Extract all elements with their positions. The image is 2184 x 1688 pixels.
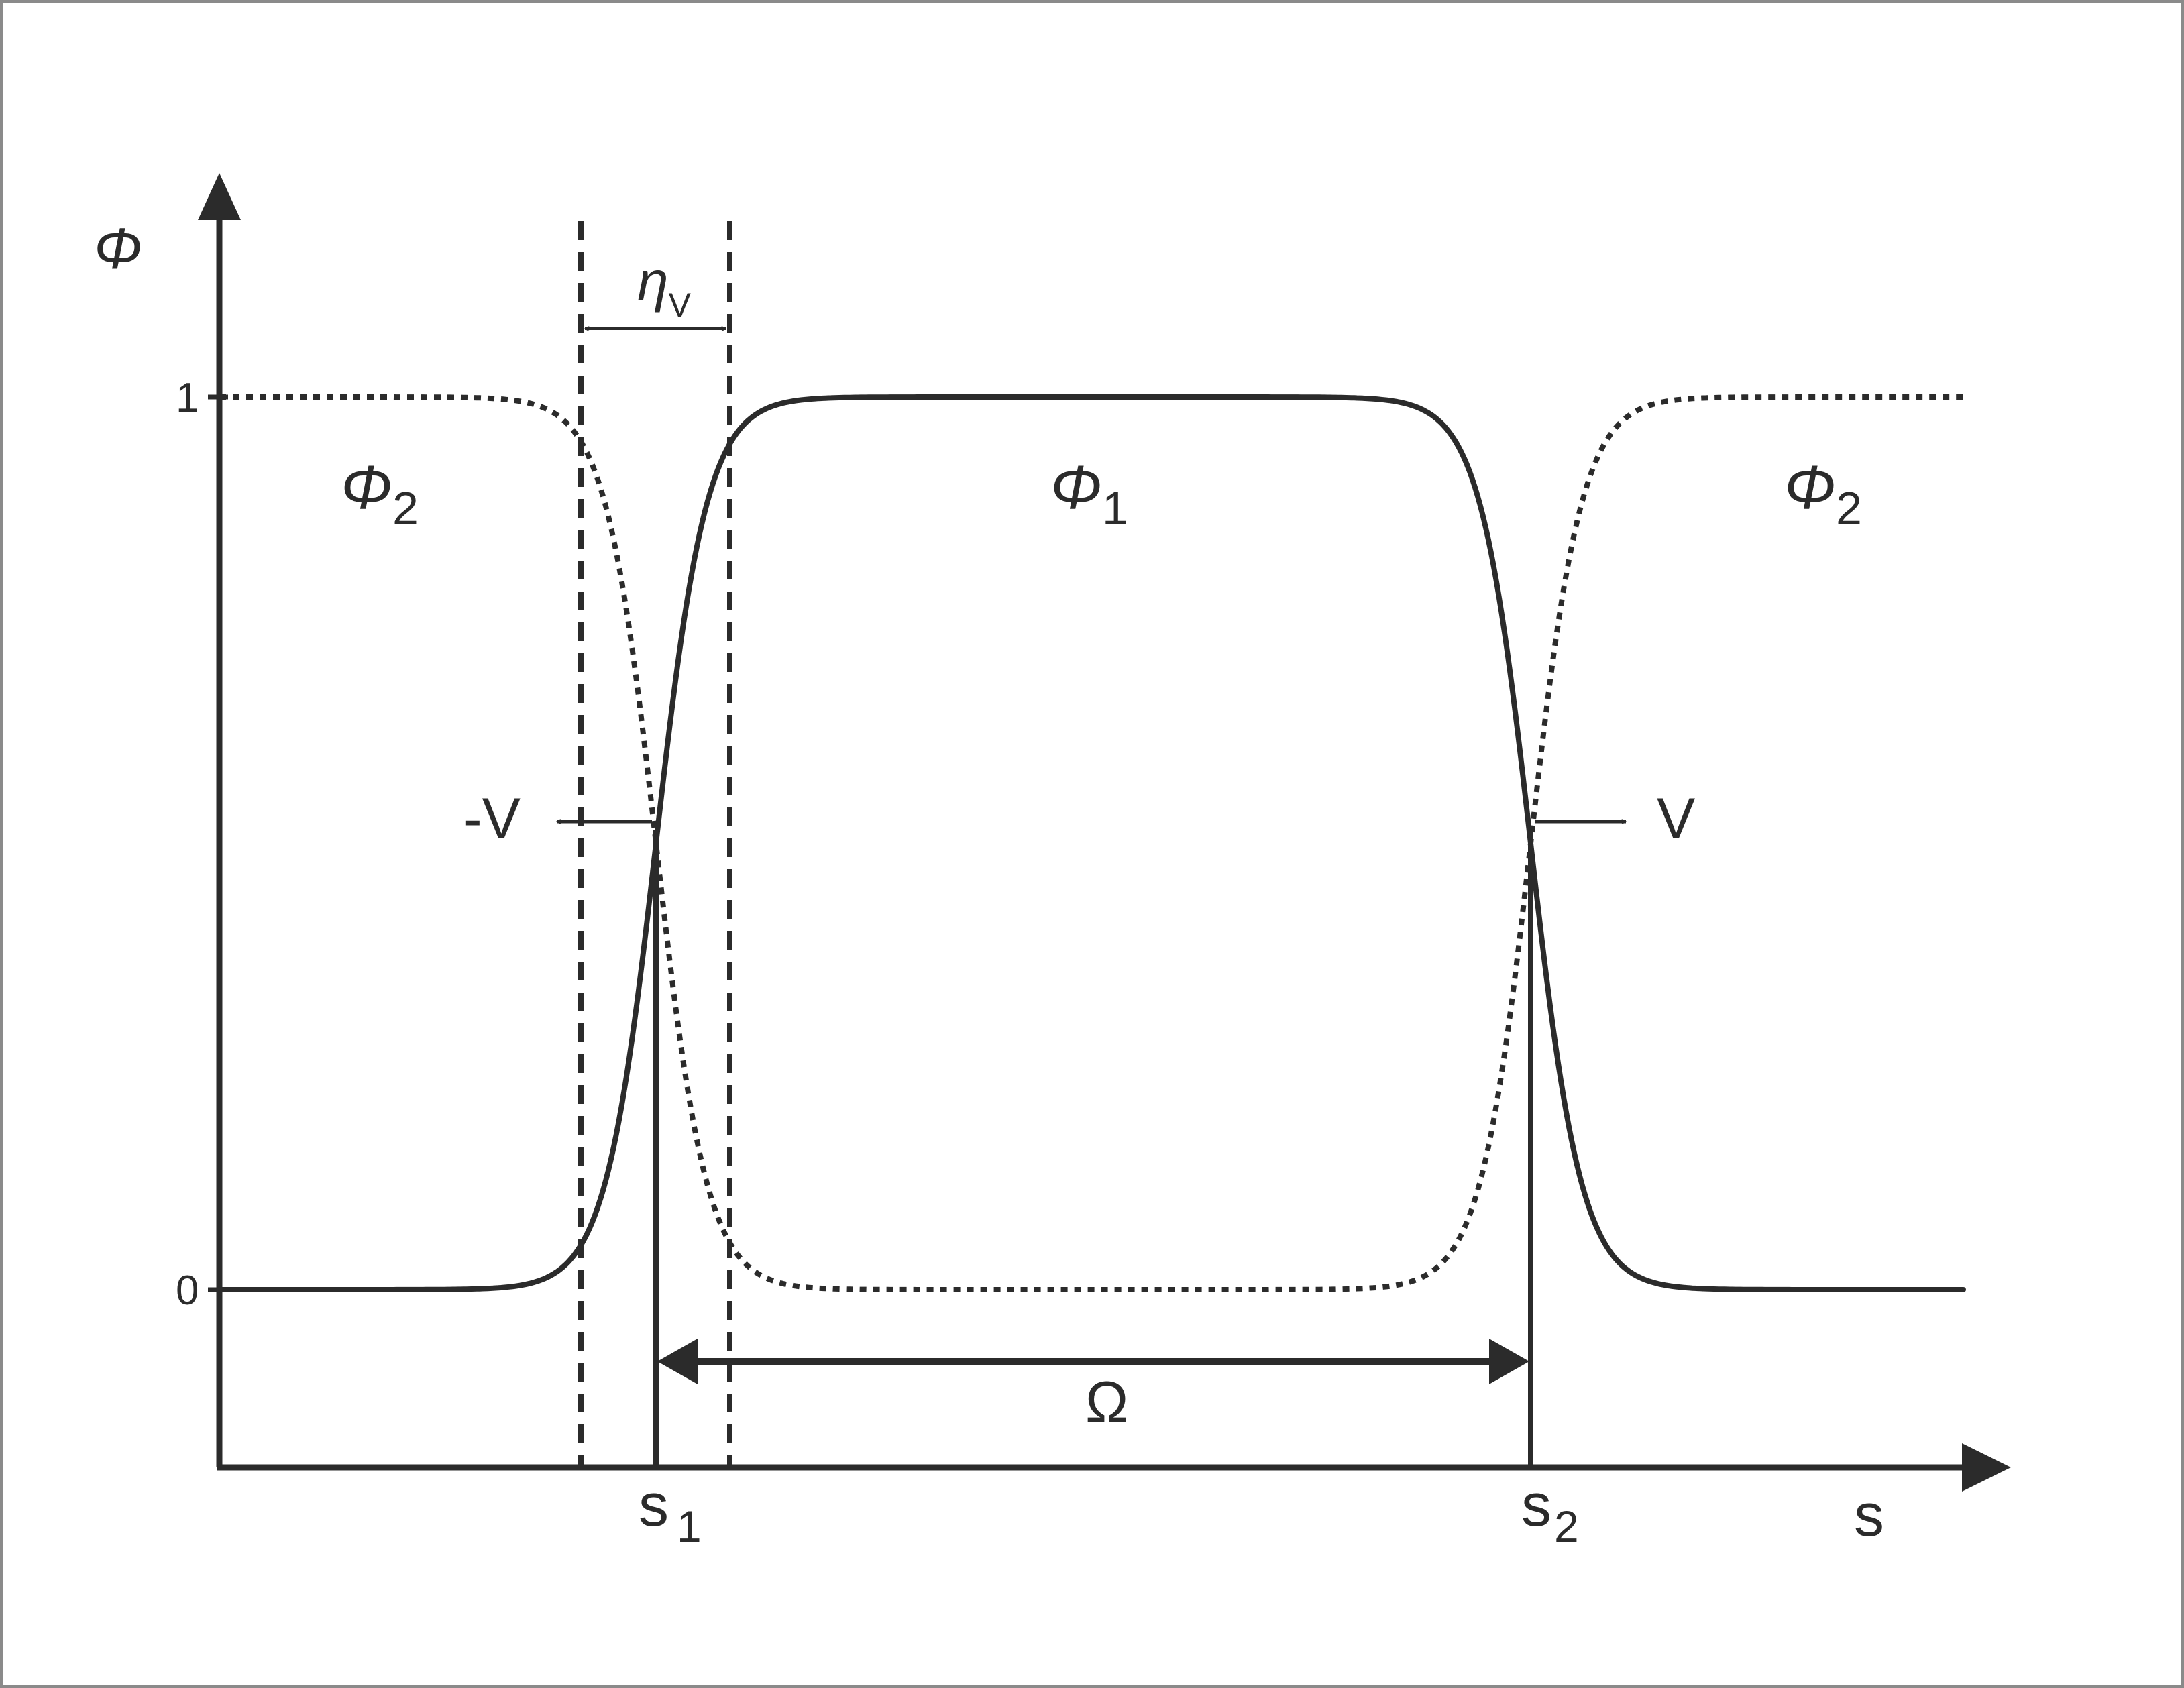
velocity-right-label: V xyxy=(1657,787,1695,851)
interface-width-base: η xyxy=(637,249,669,313)
region-right-label: Φ2 xyxy=(1784,453,1862,534)
interface-width-label: ηV xyxy=(637,249,692,324)
domain-arrow-right-head xyxy=(1489,1339,1529,1384)
x-axis-label: s xyxy=(1854,1482,1884,1549)
region-middle-sub: 1 xyxy=(1102,482,1128,534)
region-left-base: Φ xyxy=(341,453,392,522)
x-axis-arrowhead xyxy=(1962,1443,2011,1492)
region-right-sub: 2 xyxy=(1836,482,1862,534)
y-tick-1-label: 1 xyxy=(176,375,199,421)
phi2-curve xyxy=(219,394,1963,1292)
s2-label: s2 xyxy=(1521,1472,1579,1551)
domain-arrow-left-head xyxy=(657,1339,698,1384)
region-middle-base: Φ xyxy=(1050,453,1102,522)
region-left-label: Φ2 xyxy=(341,453,419,534)
domain-label: Ω xyxy=(1085,1370,1128,1434)
region-right-base: Φ xyxy=(1784,453,1836,522)
s2-sub: 2 xyxy=(1554,1502,1579,1551)
s1-sub: 1 xyxy=(677,1502,702,1551)
phi1-curve xyxy=(217,394,1966,1292)
interface-width-sub: V xyxy=(669,286,692,324)
y-tick-0-label: 0 xyxy=(176,1268,199,1314)
y-axis-label: Φ xyxy=(94,217,142,281)
y-axis-arrowhead xyxy=(198,173,241,220)
velocity-left-label: -V xyxy=(463,787,521,851)
region-left-sub: 2 xyxy=(392,482,419,534)
s1-base: s xyxy=(639,1472,669,1539)
region-middle-label: Φ1 xyxy=(1050,453,1128,534)
s2-base: s xyxy=(1521,1472,1551,1539)
